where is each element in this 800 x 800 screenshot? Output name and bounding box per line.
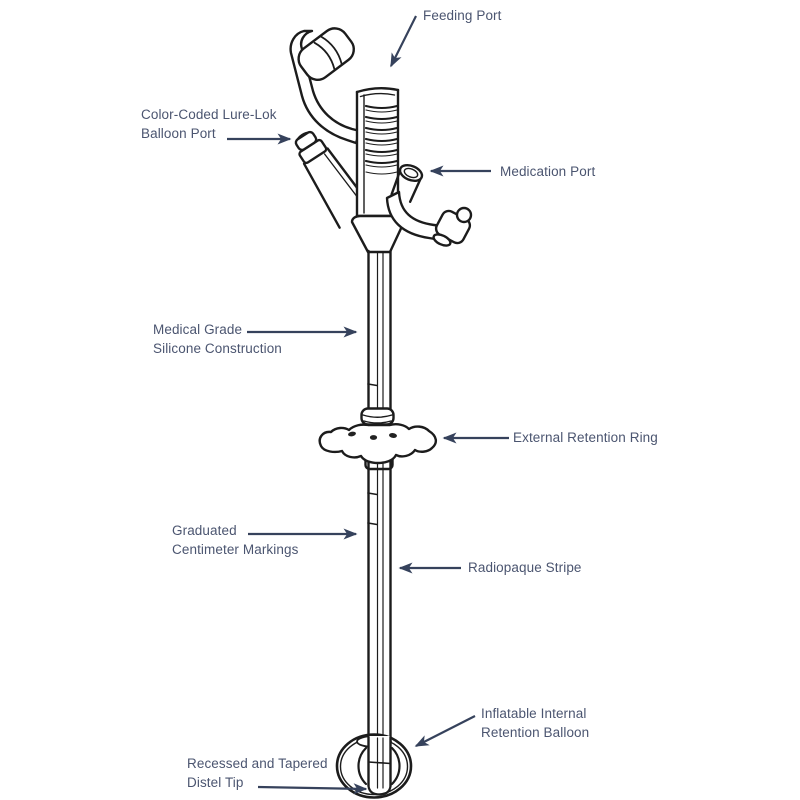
- internal-balloon-label: Inflatable Internal Retention Balloon: [481, 706, 590, 740]
- arrow-feeding-port: [390, 15, 417, 68]
- radiopaque-stripe-label: Radiopaque Stripe: [468, 560, 582, 575]
- arrow-distal-tip: [257, 783, 368, 795]
- feeding-port-plug-cap: [297, 27, 355, 82]
- cm-mark: [367, 522, 378, 526]
- cm-mark: [367, 383, 378, 387]
- distal-tip: [367, 784, 392, 796]
- medication-port-label: Medication Port: [500, 164, 596, 179]
- balloon-port-connector: [294, 130, 373, 229]
- feeding-port-label: Feeding Port: [423, 8, 502, 23]
- silicone-construction-label: Medical Grade Silicone Construction: [153, 322, 282, 356]
- external-retention-ring: [318, 407, 437, 471]
- graduated-markings-label: Graduated Centimeter Markings: [172, 523, 299, 557]
- catheter-shaft-lower: [367, 460, 392, 739]
- arrow-internal-balloon: [414, 715, 476, 747]
- cap-tether-strap: [289, 29, 362, 145]
- cm-mark: [367, 492, 378, 496]
- medication-port-connector: [385, 164, 473, 247]
- external-retention-ring-label: External Retention Ring: [513, 430, 658, 445]
- feeding-port-tube: [350, 86, 406, 254]
- distal-tip-label: Recessed and Tapered Distel Tip: [187, 756, 328, 790]
- catheter-shaft-upper: [367, 249, 392, 414]
- retention-balloon: [335, 733, 413, 799]
- balloon-port-label: Color-Coded Lure-Lok Balloon Port: [141, 107, 277, 141]
